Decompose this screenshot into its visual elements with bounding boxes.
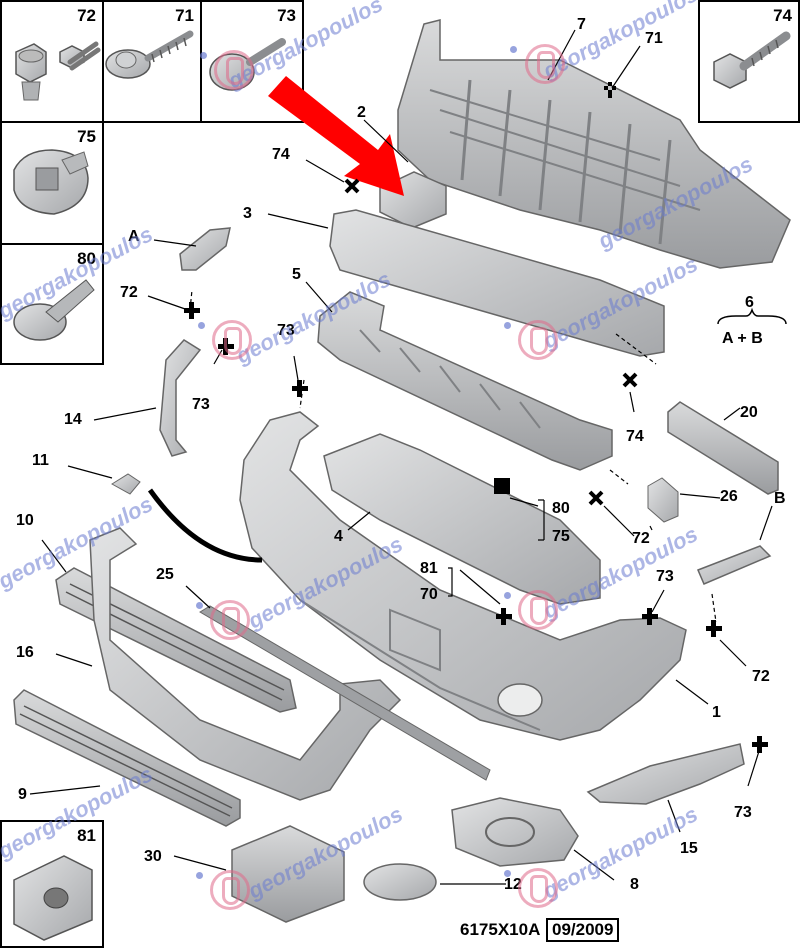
callout-71: 71 [645,30,663,47]
bracket-81-icon [13,855,93,941]
strip-25 [199,605,491,781]
inset-label-75: 75 [77,127,96,146]
callout-16: 16 [16,644,34,661]
brace-6 [717,307,787,325]
undertray-4 [323,433,601,605]
fastener-71-icon [105,30,194,79]
bumper-cover-1-detail [299,599,541,731]
callout-8: 8 [630,876,639,893]
watermark-dot [196,602,203,609]
callout-3: 3 [243,205,252,222]
watermark-dot [504,322,511,329]
watermark-dot [196,872,203,879]
inset-label-81: 81 [77,826,96,845]
lower-grille-9 [13,689,241,827]
watermark-badge-icon [525,44,565,84]
watermark-dot [200,52,207,59]
callout-9: 9 [18,786,27,803]
callout-11: 11 [32,452,49,469]
bezel-15 [586,743,745,805]
callout-14: 14 [64,411,82,428]
inset-label-71: 71 [175,6,194,25]
cross-markers [344,178,638,506]
callout-26: 26 [720,488,738,505]
callout-5: 5 [292,266,301,283]
lower-grille-9-slats [19,705,233,817]
callout-30: 30 [144,848,162,865]
callout-20: 20 [740,404,758,421]
callout-7: 7 [577,16,586,33]
callout-74b: 74 [626,428,644,445]
fastener-markers [184,82,768,753]
fastener-72-icon [59,41,101,71]
callout-80: 80 [552,500,570,517]
diagram-code: 6175X10A [460,920,541,939]
callout-B: B [774,490,786,507]
bracket-B [697,545,772,585]
callout-73c: 73 [656,568,674,585]
fastener-74-icon [713,31,791,89]
leader-lines [29,29,773,885]
callout-6: 6 [745,294,754,311]
side-bracket-14 [159,339,202,457]
fog-lamp-housing-8 [451,797,579,867]
watermark-badge-icon [518,320,558,360]
inset-label-73: 73 [277,6,296,25]
callout-73d: 73 [734,804,752,821]
callout-72b: 72 [632,530,650,547]
callout-73a: 73 [277,322,295,339]
grille-10 [55,567,297,713]
rivet-80-icon [13,279,95,341]
callout-70: 70 [420,586,438,603]
callout-4: 4 [334,528,343,545]
fog-lamp-12 [363,863,437,901]
watermark-badge-icon [518,868,558,908]
callout-12: 12 [504,876,522,893]
callout-74a: 74 [272,146,290,163]
watermark-dot [504,870,511,877]
inset-label-80: 80 [77,249,96,268]
callout-25: 25 [156,566,174,583]
watermark-badge-icon [214,50,254,90]
watermark-badge-icon [518,590,558,630]
clip-11 [111,473,141,495]
bumper-beam-3 [329,209,665,357]
watermark-dot [504,592,511,599]
clip-26 [647,477,679,523]
callout-1: 1 [712,704,721,721]
bracket-A [179,227,231,271]
callout-15: 15 [680,840,698,857]
bumper-cover-1 [239,411,687,741]
absorber-5-ribs [359,329,541,429]
callout-6-ab: A + B [722,330,763,347]
callout-10: 10 [16,512,34,529]
grille-insert-20 [667,401,779,495]
callout-2: 2 [357,104,366,121]
watermark-badge-icon [210,870,250,910]
inset-label-72: 72 [77,6,96,25]
pipe-curve [147,488,263,563]
lower-trim-16 [89,527,402,801]
fastener-70-icon [15,43,47,101]
red-arrow-icon [268,76,404,196]
watermark-dot [510,46,517,53]
watermark-badge-icon [212,320,252,360]
inset-box-80: 80 [0,243,104,365]
callout-72c: 72 [752,668,770,685]
callout-73b: 73 [192,396,210,413]
fog-lamp-housing-ring [485,817,535,847]
upper-grille-frame-7 [397,19,791,269]
callout-A: A [128,228,140,245]
callout-72a: 72 [120,284,138,301]
callout-81: 81 [420,560,438,577]
watermark-badge-icon [210,600,250,640]
clip-75-icon [13,149,89,215]
diagram-date: 09/2009 [546,918,620,942]
fog-lamp-hole [497,683,543,717]
callout-75: 75 [552,528,570,545]
inset-label-74: 74 [773,6,792,25]
watermark-dot [198,322,205,329]
